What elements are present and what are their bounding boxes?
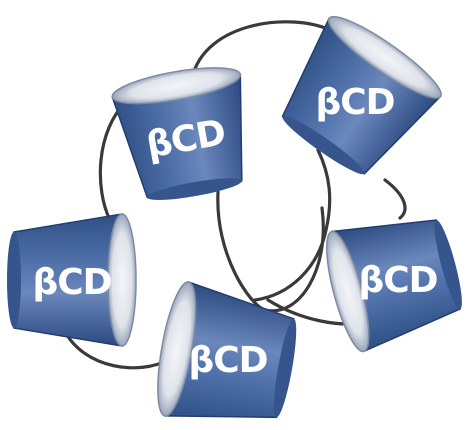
cup-5-label: βCD <box>188 340 267 381</box>
cup-4: βCD <box>7 213 137 347</box>
linker-center-loop <box>216 190 325 313</box>
cup-5: βCD <box>157 281 297 419</box>
cup-4-label: βCD <box>32 262 111 303</box>
linker-right-upper <box>253 148 332 302</box>
cup-5-bottom <box>274 318 297 418</box>
cup-4-rim <box>107 213 137 347</box>
cup-5-rim <box>157 281 197 417</box>
cup-1-rim <box>111 67 242 105</box>
cup-2-bottom <box>282 115 365 175</box>
cup-2-rim <box>327 15 442 99</box>
cup-1: βCD <box>111 67 243 200</box>
cup-4-bottom <box>7 232 21 328</box>
linker-top-loop <box>190 20 332 80</box>
linker-bottom-left <box>62 328 170 370</box>
cup-3-bottom <box>434 220 462 310</box>
cup-3-label: βCD <box>358 260 437 301</box>
cup-1-bottom <box>147 178 242 200</box>
cup-2: βCD <box>281 15 442 175</box>
cup-3-rim <box>326 230 370 353</box>
cup-3: βCD <box>326 219 462 353</box>
cup-2-label: βCD <box>315 82 394 123</box>
linker-right-loop <box>383 178 407 220</box>
